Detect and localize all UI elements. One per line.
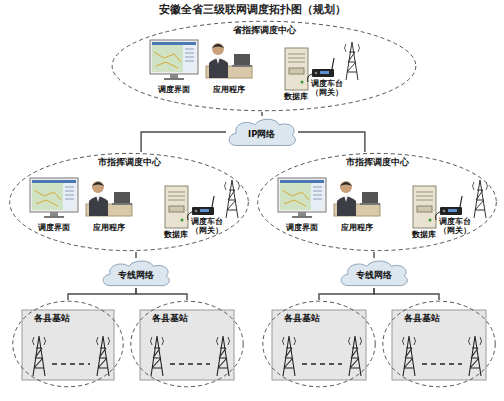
diagram-title: 安徽全省三级联网调度拓扑图（规划） — [0, 2, 504, 17]
base-tower — [33, 336, 46, 376]
equipment-label: 调度界面 — [286, 223, 318, 232]
network-link — [135, 252, 136, 258]
group-heading: 市指挥调度中心 — [98, 158, 161, 168]
dispatch-center: 市指挥调度中心 — [256, 152, 498, 252]
equipment-label: 应用程序 — [213, 85, 245, 94]
ellipse-outline — [13, 301, 123, 387]
tower-ellipsis — [52, 363, 90, 365]
network-name: 专线网络 — [118, 271, 154, 281]
county-ground — [392, 310, 486, 380]
network-link — [319, 288, 374, 300]
network-cloud: 专线网络 — [100, 258, 172, 288]
ellipse-outline — [258, 153, 497, 250]
ellipse-outline — [112, 21, 416, 110]
equipment-label: 调度车台 （网关） — [310, 80, 344, 97]
base-tower — [403, 336, 416, 376]
equipment-label: 应用程序 — [93, 223, 125, 232]
cloud-outline — [103, 261, 169, 286]
equipment-label: 数据库 — [164, 230, 188, 239]
network-link — [374, 288, 439, 300]
county-ground — [140, 310, 234, 380]
network-name: 专线网络 — [356, 271, 392, 281]
network-name: IP网络 — [248, 130, 275, 140]
base-tower — [217, 336, 230, 376]
base-tower — [469, 336, 482, 376]
county-base-group: 各县基站 — [12, 300, 124, 388]
county-base-group: 各县基站 — [262, 300, 376, 388]
network-link — [136, 288, 187, 300]
tower-ellipsis — [422, 363, 462, 365]
county-ground — [272, 310, 366, 380]
ellipse-outline — [383, 301, 495, 387]
group-heading: 各县基站 — [284, 314, 320, 324]
base-tower — [349, 336, 362, 376]
tower-ellipsis — [170, 363, 210, 365]
network-cloud: 专线网络 — [338, 258, 410, 288]
cloud-outline — [341, 261, 407, 286]
network-link — [373, 252, 374, 258]
dispatch-center: 省指挥调度中心 — [110, 20, 418, 112]
county-base-group: 各县基站 — [382, 300, 496, 388]
ellipse-outline — [131, 301, 243, 387]
group-heading: 各县基站 — [152, 314, 188, 324]
equipment-label: 调度车台 （网关） — [190, 218, 224, 235]
equipment-label: 数据库 — [412, 230, 436, 239]
equipment-label: 调度界面 — [38, 223, 70, 232]
ellipse-outline — [10, 153, 249, 250]
network-link — [141, 132, 226, 152]
ellipse-outline — [263, 301, 375, 387]
group-heading: 市指挥调度中心 — [346, 158, 409, 168]
equipment-label: 调度界面 — [158, 85, 190, 94]
base-tower — [151, 336, 164, 376]
equipment-label: 调度车台 （网关） — [438, 218, 472, 235]
base-tower — [283, 336, 296, 376]
group-heading: 各县基站 — [404, 314, 440, 324]
cloud-outline — [229, 119, 295, 145]
network-link — [261, 112, 262, 116]
base-tower — [97, 336, 110, 376]
network-link — [298, 132, 365, 152]
network-link — [68, 288, 136, 300]
county-ground — [22, 310, 114, 380]
equipment-label: 数据库 — [284, 92, 308, 101]
group-heading: 省指挥调度中心 — [233, 26, 296, 36]
tower-ellipsis — [302, 363, 342, 365]
group-heading: 各县基站 — [34, 314, 70, 324]
network-cloud: IP网络 — [226, 116, 298, 148]
dispatch-center: 市指挥调度中心 — [8, 152, 250, 252]
equipment-label: 应用程序 — [341, 223, 373, 232]
county-base-group: 各县基站 — [130, 300, 244, 388]
